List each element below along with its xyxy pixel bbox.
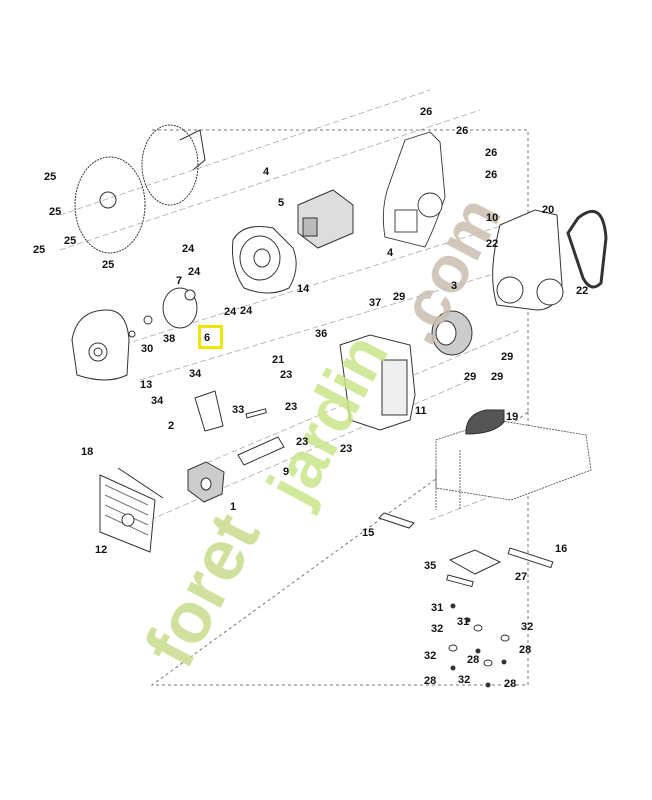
part-11-bracket [339,334,416,431]
part-label-28: 28 [504,678,517,690]
part-12-grill [99,467,164,553]
part-label-25: 25 [64,235,77,247]
part-label-1: 1 [230,501,237,513]
part-label-23: 23 [280,369,293,381]
part-label-38: 38 [163,333,176,345]
part-label-2: 2 [168,420,175,432]
part-label-4: 4 [263,166,270,178]
axis-lines [59,89,561,521]
part-cover-plate [74,124,206,254]
part-label-34: 34 [189,368,202,380]
part-14-housing [232,226,297,294]
part-label-12: 12 [95,544,108,556]
part-label-32: 32 [521,621,534,633]
part-label-30: 30 [141,343,154,355]
highlight-part-6[interactable] [198,325,223,349]
part-label-6: 6 [204,332,211,344]
part-label-19: 19 [506,411,519,423]
part-label-18: 18 [81,446,94,458]
part-label-22: 22 [576,285,589,297]
part-label-26: 26 [485,147,498,159]
assembly-frame [150,129,529,686]
part-label-25: 25 [33,244,46,256]
fasteners [448,603,510,688]
part-small-items [194,390,285,466]
part-label-32: 32 [458,674,471,686]
part-label-21: 21 [272,354,285,366]
part-label-4: 4 [387,247,394,259]
part-label-26: 26 [456,125,469,137]
part-label-28: 28 [519,644,532,656]
part-label-24: 24 [188,266,201,278]
part-label-15: 15 [362,527,375,539]
part-base-accessories [378,512,554,588]
part-label-29: 29 [464,371,477,383]
part-label-7: 7 [176,275,183,287]
part-label-23: 23 [296,436,309,448]
part-label-33: 33 [232,404,245,416]
part-label-31: 31 [457,616,470,628]
part-label-24: 24 [224,306,237,318]
part-label-27: 27 [515,571,528,583]
part-label-36: 36 [315,328,328,340]
part-label-32: 32 [424,650,437,662]
part-10-housing [492,209,564,311]
part-label-24: 24 [182,243,195,255]
part-label-29: 29 [393,291,406,303]
part-label-25: 25 [49,206,62,218]
part-label-16: 16 [555,543,568,555]
part-label-10: 10 [486,212,499,224]
part-label-5: 5 [278,197,285,209]
part-base-chassis [435,419,592,510]
part-6-disc [128,287,198,338]
part-label-37: 37 [369,297,382,309]
part-label-13: 13 [140,379,153,391]
part-label-26: 26 [420,106,433,118]
part-gear-housing [382,131,446,248]
part-label-28: 28 [424,675,437,687]
part-label-9: 9 [283,466,290,478]
part-label-25: 25 [102,259,115,271]
part-5-pump [297,189,354,249]
part-label-14: 14 [297,283,310,295]
part-label-20: 20 [542,204,555,216]
part-19-intake [465,409,505,435]
part-label-34: 34 [151,395,164,407]
part-label-23: 23 [285,401,298,413]
part-label-32: 32 [431,623,444,635]
part-label-24: 24 [240,305,253,317]
part-label-35: 35 [424,560,437,572]
part-label-22: 22 [486,238,499,250]
part-label-29: 29 [501,351,514,363]
part-label-29: 29 [491,371,504,383]
part-label-25: 25 [44,171,57,183]
part-label-26: 26 [485,169,498,181]
part-label-28: 28 [467,654,480,666]
part-label-3: 3 [451,280,458,292]
part-20-belt [566,209,608,289]
part-13-front-cover [71,309,130,381]
part-label-31: 31 [431,602,444,614]
part-label-11: 11 [415,405,427,417]
part-label-23: 23 [340,443,353,455]
part-1-impeller [187,461,225,503]
part-3-pulley [431,310,473,356]
